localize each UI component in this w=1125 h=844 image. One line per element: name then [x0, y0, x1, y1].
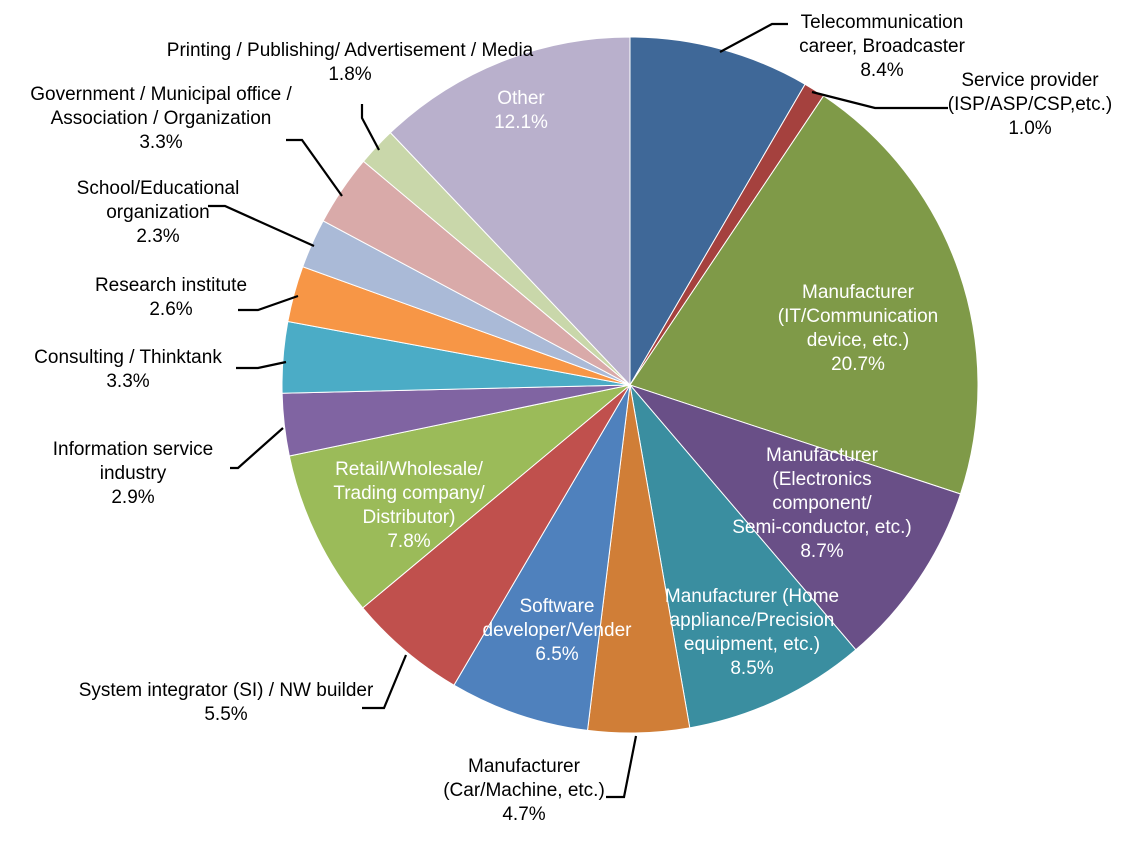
pie-slice-telecommunication-career-broadcaster [629, 36, 806, 387]
slice-label-manufacturer-it-communication-device-etc: Manufacturer (IT/Communication device, etc… [778, 282, 939, 375]
slice-label-line: 7.8% [387, 531, 430, 552]
slice-label-line: 20.7% [831, 354, 885, 375]
slice-label-line: appliance/Precision [670, 610, 835, 631]
pie-slice-manufacturer-home-appliance-precision-equipment-etc [629, 383, 857, 729]
slice-label-line: (ISP/ASP/CSP,etc.) [948, 94, 1112, 115]
leader-line-research-institute [238, 294, 299, 312]
slice-label-line: 8.4% [860, 60, 903, 81]
leader-line-information-service-industry [230, 427, 284, 470]
slice-label-line: System integrator (SI) / NW builder [79, 680, 374, 701]
slice-label-line: School/Educational [77, 178, 240, 199]
slices-layer [281, 36, 979, 734]
slice-label-line: component/ [772, 493, 872, 514]
slice-label-line: 8.7% [800, 541, 843, 562]
leader-line-manufacturer-car-machine-etc [606, 735, 638, 799]
slice-label-line: Association / Organization [51, 108, 272, 129]
slice-label-line: equipment, etc.) [684, 634, 820, 655]
slice-label-line: Printing / Publishing/ Advertisement / M… [167, 40, 534, 61]
pie-slice-other [389, 36, 631, 387]
pie-slice-manufacturer-electronics-component-semi-conductor-etc [628, 383, 962, 651]
slice-label-line: career, Broadcaster [799, 36, 965, 57]
slice-label-line: Research institute [95, 275, 247, 296]
slice-label-line: 3.3% [139, 132, 182, 153]
slice-label-line: developer/Vender [483, 620, 633, 641]
slice-label-line: 12.1% [494, 112, 548, 133]
leader-line-service-provider-isp-asp-csp-etc [811, 90, 948, 110]
slice-label-line: Consulting / Thinktank [34, 347, 222, 368]
slice-label-line: 8.5% [730, 658, 773, 679]
slice-label-line: 1.0% [1008, 118, 1051, 139]
labels-layer: Telecommunication career, Broadcaster 8.4%… [30, 12, 1112, 825]
slice-label-software-developer-vender: Software developer/Vender 6.5% [483, 596, 633, 665]
slice-label-line: 4.7% [502, 804, 545, 825]
slice-label-line: Government / Municipal office / [30, 84, 292, 105]
slice-label-line: (Electronics [772, 469, 871, 490]
slice-label-line: 3.3% [106, 371, 149, 392]
leader-line-system-integrator-si-nw-builder [362, 654, 408, 710]
slice-label-line: device, etc.) [807, 330, 909, 351]
slice-label-other: Other 12.1% [494, 88, 548, 133]
slice-label-line: 2.9% [111, 487, 154, 508]
leader-line-school-educational-organization [208, 204, 315, 248]
slice-label-line: Manufacturer [802, 282, 915, 303]
slice-label-line: 6.5% [535, 644, 578, 665]
slice-label-manufacturer-car-machine-etc: Manufacturer (Car/Machine, etc.) 4.7% [443, 756, 605, 825]
slice-label-research-institute: Research institute 2.6% [95, 275, 247, 320]
slice-label-school-educational-organization: School/Educational organization 2.3% [77, 178, 240, 247]
slice-label-line: Software [520, 596, 595, 617]
pie-slice-software-developer-vender [453, 384, 631, 731]
slice-label-line: 2.6% [149, 299, 192, 320]
slice-label-system-integrator-si-nw-builder: System integrator (SI) / NW builder 5.5% [79, 680, 374, 725]
slice-label-line: Retail/Wholesale/ [335, 459, 484, 480]
slice-label-line: Manufacturer [468, 756, 581, 777]
slice-label-line: Semi-conductor, etc.) [732, 517, 912, 538]
pie-slice-retail-wholesale-trading-company-distributor [288, 384, 631, 609]
slice-label-line: (IT/Communication [778, 306, 939, 327]
leader-line-printing-publishing-advertisement-media [360, 104, 380, 151]
slice-label-manufacturer-home-appliance-precision-equipment-etc: Manufacturer (Home appliance/Precision equ… [665, 586, 839, 679]
leader-line-telecommunication-career-broadcaster [719, 22, 788, 53]
pie-slice-manufacturer-it-communication-device-etc [629, 95, 979, 495]
slice-label-line: industry [100, 463, 167, 484]
slice-label-information-service-industry: Information service industry 2.9% [53, 439, 214, 508]
slice-label-retail-wholesale-trading-company-distributor: Retail/Wholesale/Trading company/Distrib… [333, 459, 485, 552]
leader-line-consulting-thinktank [236, 360, 287, 370]
slice-label-government-municipal-office-association-organization: Government / Municipal office / Associati… [30, 84, 292, 153]
leader-line-government-municipal-office-association-organization [286, 138, 343, 197]
slice-label-line: organization [106, 202, 210, 223]
slice-label-telecommunication-career-broadcaster: Telecommunication career, Broadcaster 8.4% [799, 12, 965, 81]
slice-label-line: Other [497, 88, 545, 109]
slice-label-consulting-thinktank: Consulting / Thinktank 3.3% [34, 347, 222, 392]
slice-label-line: 5.5% [204, 704, 247, 725]
slice-label-line: Telecommunication [801, 12, 964, 33]
slice-label-service-provider-isp-asp-csp-etc: Service provider (ISP/ASP/CSP,etc.) 1.0% [948, 70, 1112, 139]
slice-label-line: (Car/Machine, etc.) [443, 780, 605, 801]
slice-label-line: Manufacturer (Home [665, 586, 839, 607]
slice-label-line: Distributor) [363, 507, 456, 528]
leader-lines-layer [208, 22, 948, 799]
slice-label-printing-publishing-advertisement-media: Printing / Publishing/ Advertisement / M… [167, 40, 534, 85]
slice-label-line: Manufacturer [766, 445, 879, 466]
slice-label-line: 1.8% [328, 64, 371, 85]
slice-label-line: Trading company/ [333, 483, 485, 504]
slice-label-manufacturer-electronics-component-semi-conductor-etc: Manufacturer (Electronics component/Semi-c… [732, 445, 912, 562]
slice-label-line: 2.3% [136, 226, 179, 247]
slice-label-line: Information service [53, 439, 214, 460]
slice-label-line: Service provider [961, 70, 1099, 91]
